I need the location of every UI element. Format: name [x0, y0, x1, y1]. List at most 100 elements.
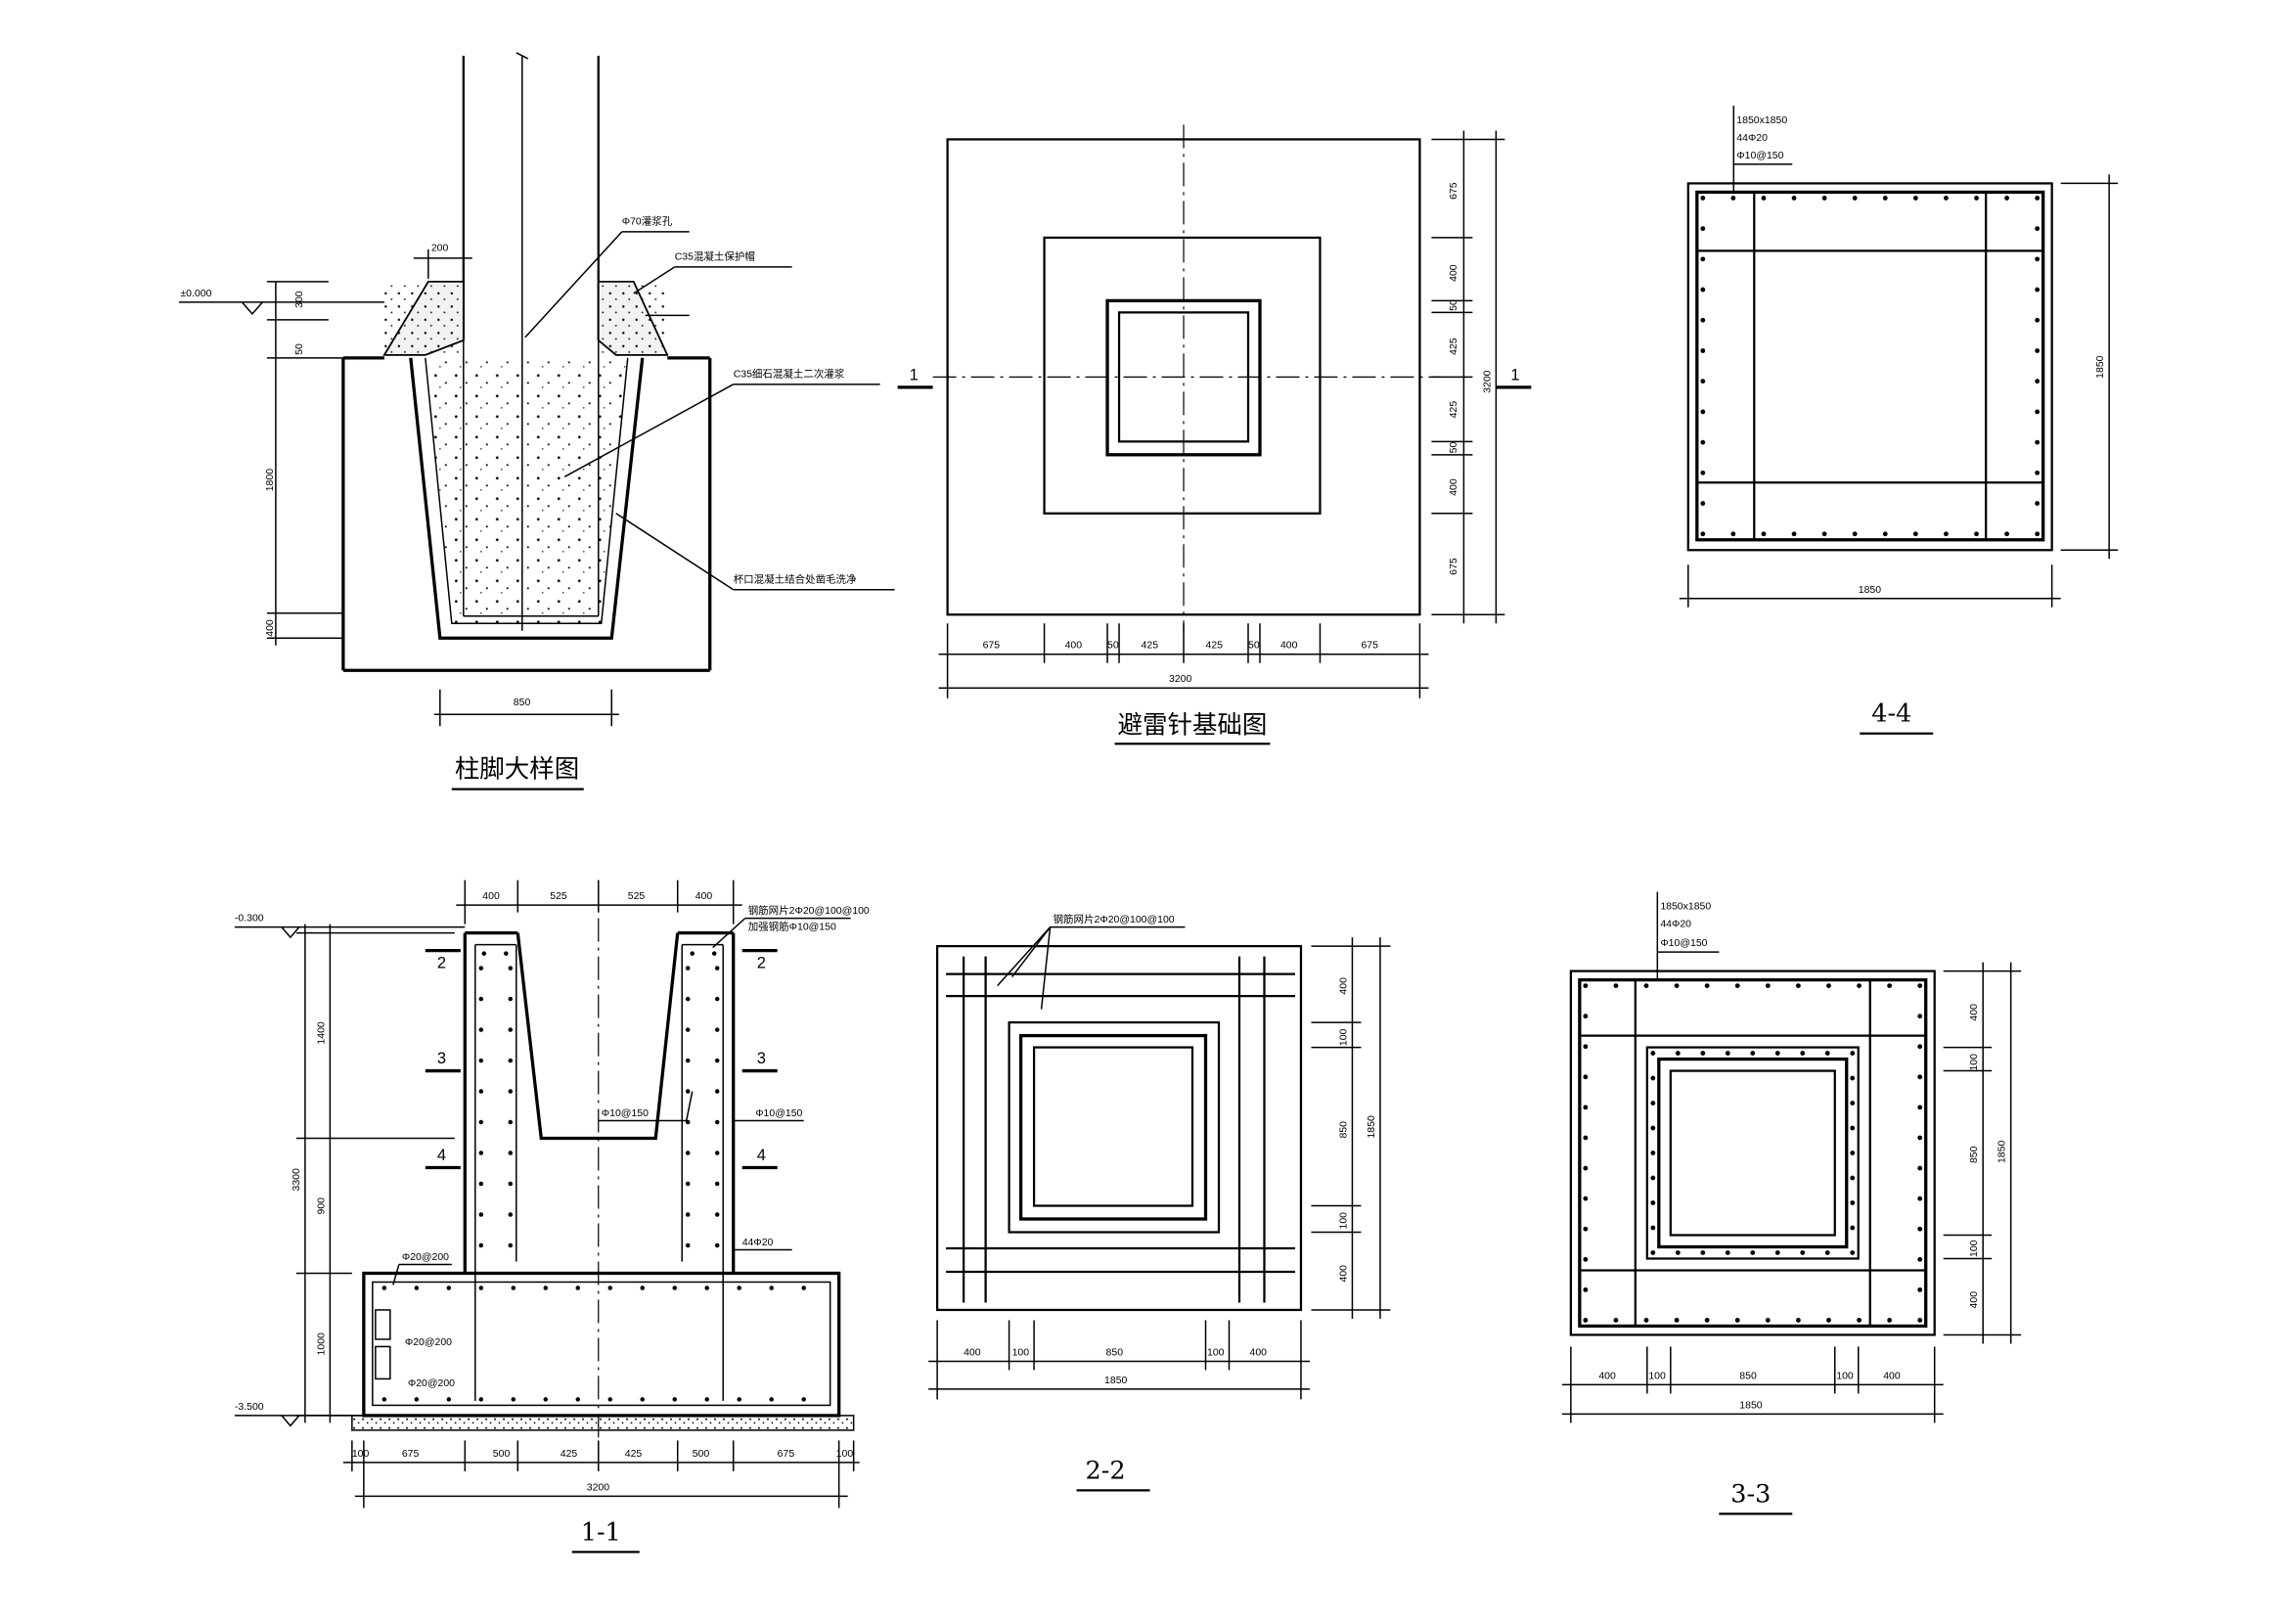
- rebar-dot: [1765, 983, 1771, 988]
- rebar-dot: [1650, 1101, 1656, 1105]
- rebar-dot: [1700, 409, 1706, 415]
- s22-vdim-2: 100: [1338, 1028, 1349, 1046]
- rebar-dot: [1917, 1105, 1923, 1110]
- rebar-dot: [511, 1286, 516, 1290]
- rebar-dot: [1613, 983, 1619, 988]
- s11-bdim-5: 425: [625, 1449, 643, 1460]
- rebar-dot: [543, 1397, 549, 1402]
- rebar-dot: [1650, 1225, 1656, 1231]
- rebar-dot: [2035, 317, 2041, 323]
- s33-note-stirrup: Φ10@150: [1660, 938, 1707, 949]
- rebar-dot: [478, 1058, 484, 1063]
- rebar-dot: [1765, 1318, 1771, 1323]
- rebar-dot: [508, 1058, 514, 1063]
- rebar-dot: [1700, 317, 1706, 323]
- s11-tdim-1: 400: [482, 891, 500, 902]
- rebar-dot: [1700, 287, 1706, 293]
- s33-note-bars: 44Φ20: [1660, 920, 1691, 930]
- level-zero-label: ±0.000: [180, 289, 211, 299]
- s33-hdim-2: 100: [1648, 1371, 1666, 1381]
- rebar-dot: [714, 1242, 720, 1248]
- rebar-dot: [478, 1242, 484, 1248]
- s11-bdim-8: 100: [836, 1449, 854, 1460]
- rebar-dot: [446, 1397, 452, 1402]
- s22-hdim-4: 100: [1207, 1347, 1225, 1358]
- rebar-dot: [1917, 1165, 1923, 1171]
- rebar-dot: [1850, 1125, 1856, 1131]
- s11-note-base-mid: Φ20@200: [405, 1337, 452, 1348]
- rebar-dot: [1725, 1250, 1730, 1255]
- rebar-dot: [1850, 1075, 1856, 1081]
- rebar-dot: [508, 1181, 514, 1187]
- plan-hdim-8: 675: [1361, 641, 1378, 652]
- rebar-dot: [508, 996, 514, 1002]
- s11-cut-4-right: 4: [757, 1147, 766, 1164]
- rebar-dot: [2035, 196, 2041, 201]
- rebar-dot: [1700, 1051, 1706, 1056]
- s33-note-size: 1850x1850: [1660, 902, 1711, 913]
- plan-hdim-3: 50: [1107, 641, 1119, 652]
- s33-hdim-3: 850: [1739, 1371, 1757, 1381]
- s11-note-mesh: 钢筋网片2Φ20@100@100: [748, 904, 870, 917]
- detail-dim-1800: 1800: [265, 469, 276, 491]
- rebar-dot: [2035, 531, 2041, 537]
- rebar-dot: [1824, 1051, 1830, 1056]
- rebar-dot: [508, 1242, 514, 1248]
- rebar-dot: [1730, 531, 1736, 537]
- rebar-dot: [2035, 287, 2041, 293]
- title-column-foot: 柱脚大样图: [455, 755, 579, 785]
- rebar-dot: [508, 1027, 514, 1032]
- rebar-dot: [1583, 1165, 1589, 1171]
- plan-vdim-8: 675: [1449, 558, 1459, 575]
- s11-bdim-1: 100: [352, 1449, 370, 1460]
- s11-ldim-1: 1400: [316, 1021, 327, 1044]
- rebar-dot: [478, 966, 484, 970]
- rebar-dot: [478, 1397, 484, 1402]
- s22-vdim-5: 400: [1338, 1265, 1349, 1283]
- rebar-dot: [508, 1150, 514, 1155]
- rebar-dot: [711, 951, 717, 956]
- s11-note-base-top: Φ20@200: [402, 1252, 449, 1263]
- rebar-dot: [1917, 1318, 1923, 1323]
- section-1-1: -0.300 -3.500 1400 3300 900 1000 400 525…: [234, 880, 870, 1554]
- rebar-dot: [685, 1242, 691, 1248]
- s11-note-reinforce: 加强钢筋Φ10@150: [748, 921, 836, 933]
- rebar-dot: [1857, 983, 1862, 988]
- rebar-dot: [1850, 1250, 1856, 1255]
- s11-note-base-bottom: Φ20@200: [408, 1378, 455, 1389]
- s33-vdim-4: 100: [1969, 1240, 1980, 1257]
- rebar-dot: [1917, 983, 1923, 988]
- note-protection-cap: C35混凝土保护帽: [675, 249, 755, 262]
- s22-hdim-1: 400: [964, 1347, 981, 1358]
- s44-note-size: 1850x1850: [1736, 115, 1787, 126]
- plan-hdim-5: 425: [1206, 641, 1224, 652]
- s11-cut-4-left: 4: [437, 1147, 446, 1164]
- rebar-dot: [575, 1286, 581, 1290]
- rebar-dot: [714, 1119, 720, 1125]
- rebar-dot: [1791, 531, 1797, 537]
- rebar-dot: [690, 951, 695, 956]
- rebar-dot: [414, 1286, 420, 1290]
- rebar-dot: [575, 1397, 581, 1402]
- rebar-dot: [1700, 531, 1706, 537]
- rebar-dot: [607, 1286, 612, 1290]
- rebar-dot: [1675, 1051, 1681, 1056]
- rebar-dot: [685, 1027, 691, 1032]
- s33-rebar-dots: [1583, 983, 1923, 1323]
- s11-note-stirrup-inner: Φ10@150: [602, 1108, 649, 1119]
- plan-hdim-6: 50: [1248, 641, 1260, 652]
- rebar-dot: [508, 1119, 514, 1125]
- foundation-plan: 1 1 675 400 50 425 425 50 400 675 3200: [897, 124, 1532, 745]
- rebar-dot: [801, 1286, 806, 1290]
- rebar-dot: [714, 1089, 720, 1094]
- rebar-dot: [1887, 983, 1893, 988]
- s22-vdim-4: 100: [1338, 1212, 1349, 1230]
- section-2-2: 钢筋网片2Φ20@100@100 400 100 850 100 400 185…: [928, 913, 1391, 1492]
- rebar-dot: [478, 1181, 484, 1187]
- rebar-dot: [1917, 1014, 1923, 1019]
- rebar-dot: [1650, 1075, 1656, 1081]
- detail-dim-400: 400: [265, 619, 276, 637]
- note-grout-hole: Φ70灌浆孔: [622, 214, 673, 227]
- s33-hdim-5: 400: [1883, 1371, 1901, 1381]
